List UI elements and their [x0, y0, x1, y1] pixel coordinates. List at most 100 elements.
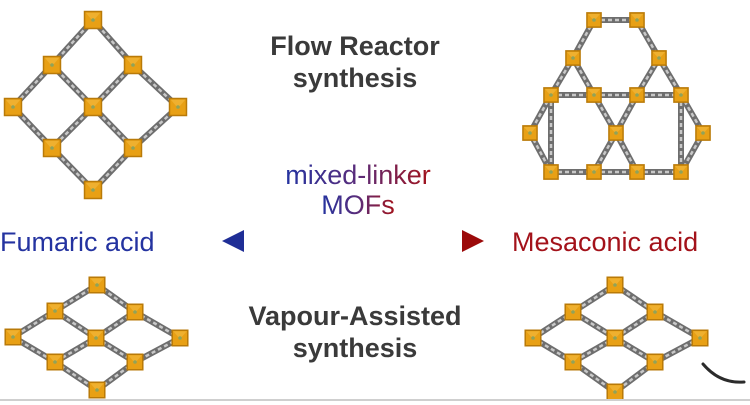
metal-node-facet: [89, 331, 103, 340]
metal-node-center: [592, 93, 596, 97]
metal-node-facet: [653, 52, 665, 59]
metal-node-center: [571, 310, 575, 314]
metal-node-center: [91, 18, 95, 22]
metal-node-center: [592, 18, 596, 22]
metal-node-facet: [6, 330, 20, 339]
metal-node-facet: [125, 57, 141, 67]
metal-node-facet: [44, 140, 60, 150]
metal-node-center: [613, 283, 617, 287]
metal-node-facet: [85, 182, 101, 192]
flow-reactor-label: Flow Reactor synthesis: [210, 30, 500, 94]
metal-node-facet: [631, 89, 643, 96]
metal-node: [83, 180, 103, 200]
metal-node: [543, 87, 559, 103]
arrow-head-right: [462, 230, 484, 252]
metal-node-center: [549, 93, 553, 97]
metal-node: [42, 138, 62, 158]
vapour-assisted-line-1: Vapour-Assisted: [248, 301, 462, 331]
metal-node-center: [11, 335, 15, 339]
metal-node: [606, 329, 624, 347]
metal-node: [524, 329, 542, 347]
flow-reactor-line-2: synthesis: [292, 63, 418, 93]
metal-node: [629, 164, 645, 180]
metal-node-center: [613, 336, 617, 340]
metal-node-facet: [125, 140, 141, 150]
metal-node-center: [53, 309, 57, 313]
metal-node-facet: [675, 166, 687, 173]
metal-node-center: [592, 170, 596, 174]
metal-node: [691, 329, 709, 347]
metal-node-facet: [588, 14, 600, 21]
metal-node-center: [91, 188, 95, 192]
metal-node: [46, 302, 64, 320]
mesaconic-flow-structure: [522, 12, 711, 180]
metal-node: [646, 303, 664, 321]
metal-node-center: [131, 146, 135, 150]
metal-node: [3, 97, 23, 117]
metal-node-facet: [566, 355, 580, 364]
metal-node-center: [679, 93, 683, 97]
mixed-linker-line-2: MOFs: [321, 190, 395, 220]
metal-node: [629, 87, 645, 103]
metal-node-facet: [608, 331, 622, 340]
metal-node: [126, 303, 144, 321]
vapour-assisted-line-2: synthesis: [292, 333, 418, 363]
metal-node: [564, 303, 582, 321]
metal-node-center: [653, 310, 657, 314]
metal-node: [564, 353, 582, 371]
metal-node: [586, 12, 602, 28]
metal-node-center: [635, 18, 639, 22]
metal-node-facet: [693, 331, 707, 340]
metal-node-facet: [567, 52, 579, 59]
metal-node-facet: [128, 305, 142, 314]
metal-node-center: [91, 105, 95, 109]
metal-node-center: [131, 63, 135, 67]
metal-node-facet: [85, 12, 101, 22]
metal-node: [695, 125, 711, 141]
flow-reactor-line-1: Flow Reactor: [270, 31, 440, 61]
arrow-head-left: [222, 230, 244, 252]
metal-node-facet: [524, 127, 536, 134]
metal-node-center: [50, 63, 54, 67]
fumaric-acid-label: Fumaric acid: [0, 227, 155, 257]
metal-node-facet: [631, 166, 643, 173]
mof-structures: [3, 10, 711, 401]
metal-node-facet: [170, 99, 186, 109]
metal-node-center: [635, 93, 639, 97]
curved-stroke-decoration: [701, 362, 746, 384]
metal-node-center: [50, 146, 54, 150]
mixed-linker-line-1: mixed-linker: [285, 160, 431, 190]
metal-node-center: [95, 283, 99, 287]
metal-node: [606, 383, 624, 401]
metal-node-facet: [48, 355, 62, 364]
metal-node: [171, 329, 189, 347]
metal-node: [608, 125, 624, 141]
metal-node: [673, 87, 689, 103]
metal-node: [123, 55, 143, 75]
metal-node: [88, 276, 106, 294]
metal-node: [168, 97, 188, 117]
metal-node-facet: [526, 331, 540, 340]
metal-node: [522, 125, 538, 141]
metal-node-center: [133, 360, 137, 364]
metal-node: [606, 276, 624, 294]
metal-node-center: [531, 336, 535, 340]
metal-node: [543, 164, 559, 180]
metal-node: [586, 87, 602, 103]
metal-node: [565, 50, 581, 66]
mesaconic-acid-label: Mesaconic acid: [512, 227, 699, 257]
metal-node-facet: [5, 99, 21, 109]
metal-node: [83, 10, 103, 30]
metal-node-center: [94, 336, 98, 340]
metal-node-center: [178, 336, 182, 340]
metal-node: [83, 97, 103, 117]
metal-node-center: [657, 56, 661, 60]
metal-node: [126, 353, 144, 371]
metal-node-center: [701, 131, 705, 135]
metal-node-facet: [588, 166, 600, 173]
metal-node-center: [53, 360, 57, 364]
metal-node-facet: [648, 355, 662, 364]
fumaric-flow-structure: [3, 10, 188, 200]
double-arrow: [222, 230, 484, 252]
metal-node-facet: [545, 89, 557, 96]
